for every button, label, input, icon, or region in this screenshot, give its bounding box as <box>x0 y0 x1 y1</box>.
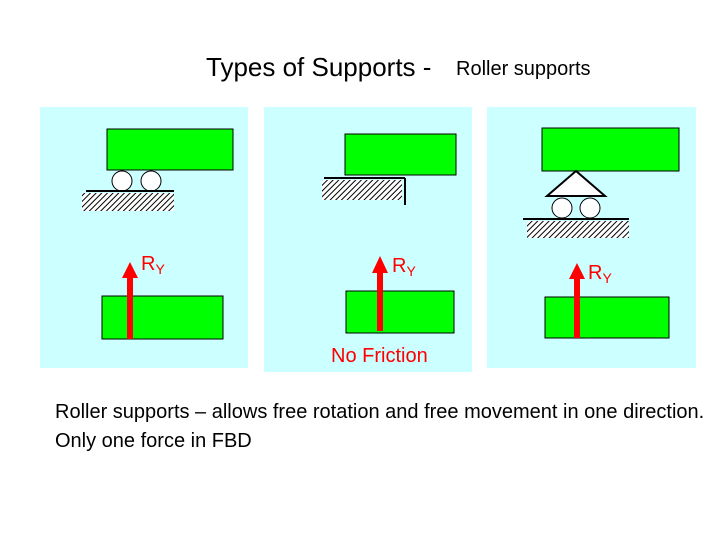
title-subtitle: Roller supports <box>456 58 591 80</box>
force-arrowhead <box>372 256 388 273</box>
fbd-block <box>101 295 224 340</box>
roller-wheel-right <box>140 170 162 192</box>
reaction-force-label: RY <box>588 262 612 286</box>
roller-support-drawing-3 <box>523 127 680 339</box>
surface-hatch <box>322 180 402 200</box>
force-arrowhead <box>122 262 138 278</box>
roller-wheel-right <box>579 197 601 219</box>
roller-support-panel-1: RY <box>40 107 248 368</box>
reaction-force-label: RY <box>392 255 416 279</box>
no-friction-note: No Friction <box>331 345 428 367</box>
ground-hatch <box>82 193 174 211</box>
roller-support-panel-2: RY No Friction <box>264 107 472 372</box>
fbd-block <box>544 296 670 339</box>
supported-beam <box>541 127 680 172</box>
title-main: Types of Supports - <box>206 52 432 82</box>
roller-wheel-left <box>111 170 133 192</box>
ground-hatch <box>527 221 629 238</box>
roller-support-drawing-1 <box>82 128 234 340</box>
supported-beam <box>344 133 457 176</box>
roller-wheel-left <box>551 197 573 219</box>
roller-support-panel-3: RY <box>487 107 696 368</box>
reaction-force-label: RY <box>141 253 165 277</box>
pin-triangle <box>544 169 608 197</box>
description-text: Roller supports – allows free rotation a… <box>55 401 705 452</box>
force-arrowhead <box>569 263 585 279</box>
supported-beam <box>106 128 234 171</box>
roller-support-drawing-2 <box>322 133 457 334</box>
fbd-block <box>345 290 455 334</box>
